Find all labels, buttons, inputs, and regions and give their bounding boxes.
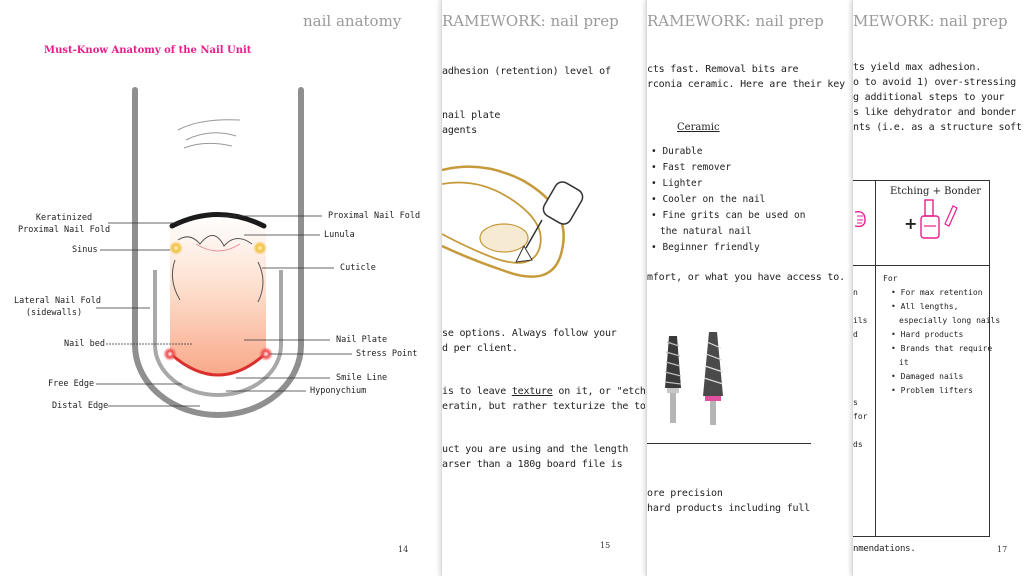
label-nail-bed: Nail bed xyxy=(64,339,105,349)
list-item: • Problem lifters xyxy=(891,386,973,395)
label-keratinized: Keratinized xyxy=(35,213,93,223)
label-free-edge: Free Edge xyxy=(48,379,95,389)
text-line: mfort, or what you have access to. xyxy=(647,272,845,283)
label-cuticle: Cuticle xyxy=(340,263,376,273)
stress-point-right-glow xyxy=(259,347,273,361)
page-14: nail anatomy Must-Know Anatomy of the Na… xyxy=(0,0,440,576)
page-17: MEWORK: nail prep ts yield max adhesion.… xyxy=(852,0,1024,576)
list-item: • Fast remover xyxy=(651,162,732,173)
label-lateral-nail-fold: Lateral Nail Fold xyxy=(14,296,101,306)
text-line: hard products including full xyxy=(647,503,810,514)
text-line: arser than a 180g board file is xyxy=(442,459,623,470)
footer-note: nmendations. xyxy=(853,544,916,554)
list-item: • All lengths, xyxy=(891,302,959,311)
table-column-divider xyxy=(875,180,876,537)
text-line: se options. Always follow your xyxy=(442,328,617,339)
text-line: eratin, but rather texturize the top xyxy=(442,401,645,412)
nail-polish-illustration xyxy=(442,165,584,278)
page-header: nail anatomy xyxy=(303,12,402,30)
carbide-bit xyxy=(664,336,682,423)
finger-outline xyxy=(442,165,565,278)
finger-outline xyxy=(132,87,304,418)
label-lunula: Lunula xyxy=(324,230,355,240)
ceramic-heading: Ceramic xyxy=(677,122,720,133)
page-15: RAMEWORK: nail prep adhesion (retention)… xyxy=(441,0,645,576)
text-line: nts (i.e. as a structure soft gel xyxy=(853,122,1024,133)
page-number: 14 xyxy=(398,545,409,554)
column-heading: Etching + Bonder xyxy=(890,186,982,197)
text-line: g additional steps to your xyxy=(853,92,1005,103)
page-16: RAMEWORK: nail prep cts fast. Removal bi… xyxy=(646,0,851,576)
sinus-right-glow xyxy=(253,241,267,255)
drill-bits-image xyxy=(664,332,724,425)
text-line: uct you are using and the length xyxy=(442,444,629,455)
list-item: • Lighter xyxy=(651,178,703,189)
label-sinus: Sinus xyxy=(72,245,98,255)
text-line: ts yield max adhesion. xyxy=(853,62,982,73)
text-line: ore precision xyxy=(647,488,723,499)
label-distal-edge: Distal Edge xyxy=(52,401,109,411)
sinus-left-glow xyxy=(169,241,183,255)
list-item: the natural nail xyxy=(660,226,752,237)
table-fragment: ds xyxy=(853,440,863,449)
list-item: • Fine grits can be used on xyxy=(651,210,806,221)
list-item: • For max retention xyxy=(891,288,983,297)
text-line: cts fast. Removal bits are xyxy=(647,64,799,75)
page-number: 15 xyxy=(600,541,611,550)
nail-plate-shape xyxy=(170,215,266,374)
list-item: especially long nails xyxy=(899,316,1001,325)
nail-anatomy-diagram xyxy=(96,87,352,418)
list-item: • Durable xyxy=(651,146,703,157)
comparison-table xyxy=(853,180,990,537)
stress-point-left-glow xyxy=(163,347,177,361)
text-line: rconia ceramic. Here are their key xyxy=(647,79,845,90)
text-line: agents xyxy=(442,125,477,136)
table-divider xyxy=(647,443,811,444)
label-proximal-nail-fold-left: Proximal Nail Fold xyxy=(18,225,111,235)
list-item: • Brands that require xyxy=(891,344,993,353)
label-hyponychium: Hyponychium xyxy=(310,386,367,396)
table-fragment: ils xyxy=(853,316,868,325)
page-header: MEWORK: nail prep xyxy=(853,12,1008,30)
label-nail-plate: Nail Plate xyxy=(336,335,388,345)
smile-line-arc xyxy=(171,353,265,377)
list-item: • Cooler on the nail xyxy=(651,194,766,205)
list-item: • Damaged nails xyxy=(891,372,964,381)
text-line: is to leave texture on it, or "etch" it. xyxy=(442,386,645,397)
table-fragment: for xyxy=(853,412,868,421)
label-stress-point: Stress Point xyxy=(356,349,418,359)
page-title: Must-Know Anatomy of the Nail Unit xyxy=(44,45,252,56)
page-header: RAMEWORK: nail prep xyxy=(442,12,619,30)
lunula-arc xyxy=(195,243,241,252)
label-proximal-nail-fold-right: Proximal Nail Fold xyxy=(328,211,421,221)
table-fragment: s xyxy=(853,398,858,407)
table-fragment: n xyxy=(853,288,858,297)
label-smile-line: Smile Line xyxy=(336,373,388,383)
table-fragment: d xyxy=(853,330,858,339)
list-item: • Beginner friendly xyxy=(651,242,760,253)
plus-sign: + xyxy=(904,214,918,233)
bonder-bottle-icon xyxy=(920,199,958,239)
text-line: s like dehydrator and bonder xyxy=(853,107,1016,118)
text-line: nail plate xyxy=(442,110,501,121)
list-item: • Hard products xyxy=(891,330,964,339)
list-item: it xyxy=(899,358,909,367)
text-line: d per client. xyxy=(442,343,518,354)
page-number: 17 xyxy=(997,545,1008,554)
text-line: o to avoid 1) over-stressing xyxy=(853,77,1016,88)
page-header: RAMEWORK: nail prep xyxy=(647,12,824,30)
for-label: For xyxy=(883,274,898,283)
ceramic-bit xyxy=(703,332,724,425)
text-line: adhesion (retention) level of xyxy=(442,66,611,77)
etching-icon xyxy=(854,210,866,228)
label-sidewalls: (sidewalls) xyxy=(25,308,83,318)
table-row-divider xyxy=(853,265,990,266)
